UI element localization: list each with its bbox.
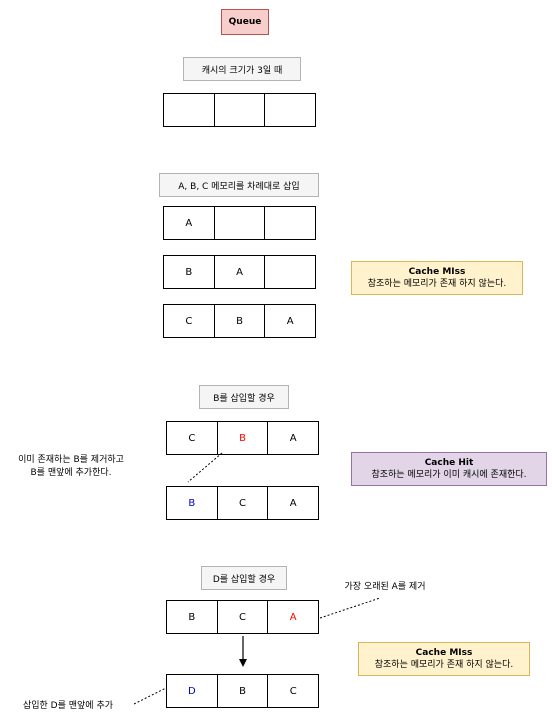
cache-slot: C bbox=[218, 601, 269, 633]
empty-cache-row bbox=[163, 93, 316, 127]
cache-slot: B bbox=[215, 305, 266, 337]
cache-slot bbox=[215, 207, 266, 239]
d-before-row: B C A bbox=[166, 600, 319, 634]
cache-miss-title: Cache MIss bbox=[408, 266, 466, 277]
removed-slot: A bbox=[289, 611, 297, 623]
b-after-row: B C A bbox=[166, 486, 319, 520]
cache-slot: A bbox=[286, 315, 294, 327]
diagram-title: Queue bbox=[221, 9, 269, 35]
cache-miss-note: Cache MIss 참조하는 메모리가 존재 하지 않는다. bbox=[351, 261, 523, 295]
b-annotation-line: B를 맨앞에 추가한다. bbox=[30, 467, 112, 478]
cache-miss-note: Cache MIss 참조하는 메모리가 존재 하지 않는다. bbox=[358, 642, 530, 676]
cache-size-label: 캐시의 크기가 3일 때 bbox=[183, 57, 301, 81]
insert-row-1: A bbox=[163, 206, 316, 240]
cache-hit-note: Cache Hit 참조하는 메모리가 이미 캐시에 존재한다. bbox=[351, 452, 547, 486]
d-after-row: D B C bbox=[166, 674, 319, 708]
insert-row-3: C B A bbox=[163, 304, 316, 338]
cache-slot: B bbox=[218, 675, 269, 707]
cache-miss-body: 참조하는 메모리가 존재 하지 않는다. bbox=[367, 279, 507, 289]
insert-d-label: D를 삽입할 경우 bbox=[201, 566, 287, 590]
insert-row-2: B A bbox=[163, 255, 316, 289]
b-annotation-connector bbox=[187, 452, 223, 483]
removed-slot: B bbox=[218, 422, 269, 454]
insert-d-connector bbox=[133, 687, 167, 705]
cache-slot: A bbox=[215, 256, 266, 288]
cache-slot bbox=[215, 94, 266, 126]
cache-miss-body: 참조하는 메모리가 존재 하지 않는다. bbox=[374, 660, 514, 670]
inserted-slot: B bbox=[167, 487, 218, 519]
cache-slot: C bbox=[218, 487, 269, 519]
down-arrow-head bbox=[239, 659, 247, 667]
cache-slot: B bbox=[164, 256, 215, 288]
cache-slot bbox=[164, 94, 215, 126]
d-annotation: 삽입한 D를 맨앞에 추가 bbox=[22, 701, 114, 711]
b-annotation-line: 이미 존재하는 B를 제거하고 bbox=[18, 455, 124, 465]
inserted-slot: D bbox=[167, 675, 218, 707]
cache-slot: A bbox=[289, 432, 297, 444]
cache-hit-title: Cache Hit bbox=[424, 457, 474, 468]
insert-abc-label: A, B, C 메모리를 차례대로 삽입 bbox=[159, 173, 319, 197]
evict-connector bbox=[319, 597, 381, 619]
cache-hit-body: 참조하는 메모리가 이미 캐시에 존재한다. bbox=[371, 470, 527, 480]
cache-slot: A bbox=[164, 207, 215, 239]
b-before-row: C B A bbox=[166, 421, 319, 455]
cache-slot: C bbox=[167, 422, 218, 454]
evict-annotation: 가장 오래된 A를 제거 bbox=[344, 582, 426, 592]
cache-miss-title: Cache MIss bbox=[415, 647, 473, 658]
b-annotation: 이미 존재하는 B를 제거하고 B를 맨앞에 추가한다. bbox=[0, 454, 142, 479]
cache-slot: A bbox=[289, 497, 297, 509]
insert-b-label: B를 삽입할 경우 bbox=[199, 385, 289, 409]
cache-slot: C bbox=[164, 305, 215, 337]
cache-slot: C bbox=[289, 685, 297, 697]
cache-slot: B bbox=[167, 601, 218, 633]
